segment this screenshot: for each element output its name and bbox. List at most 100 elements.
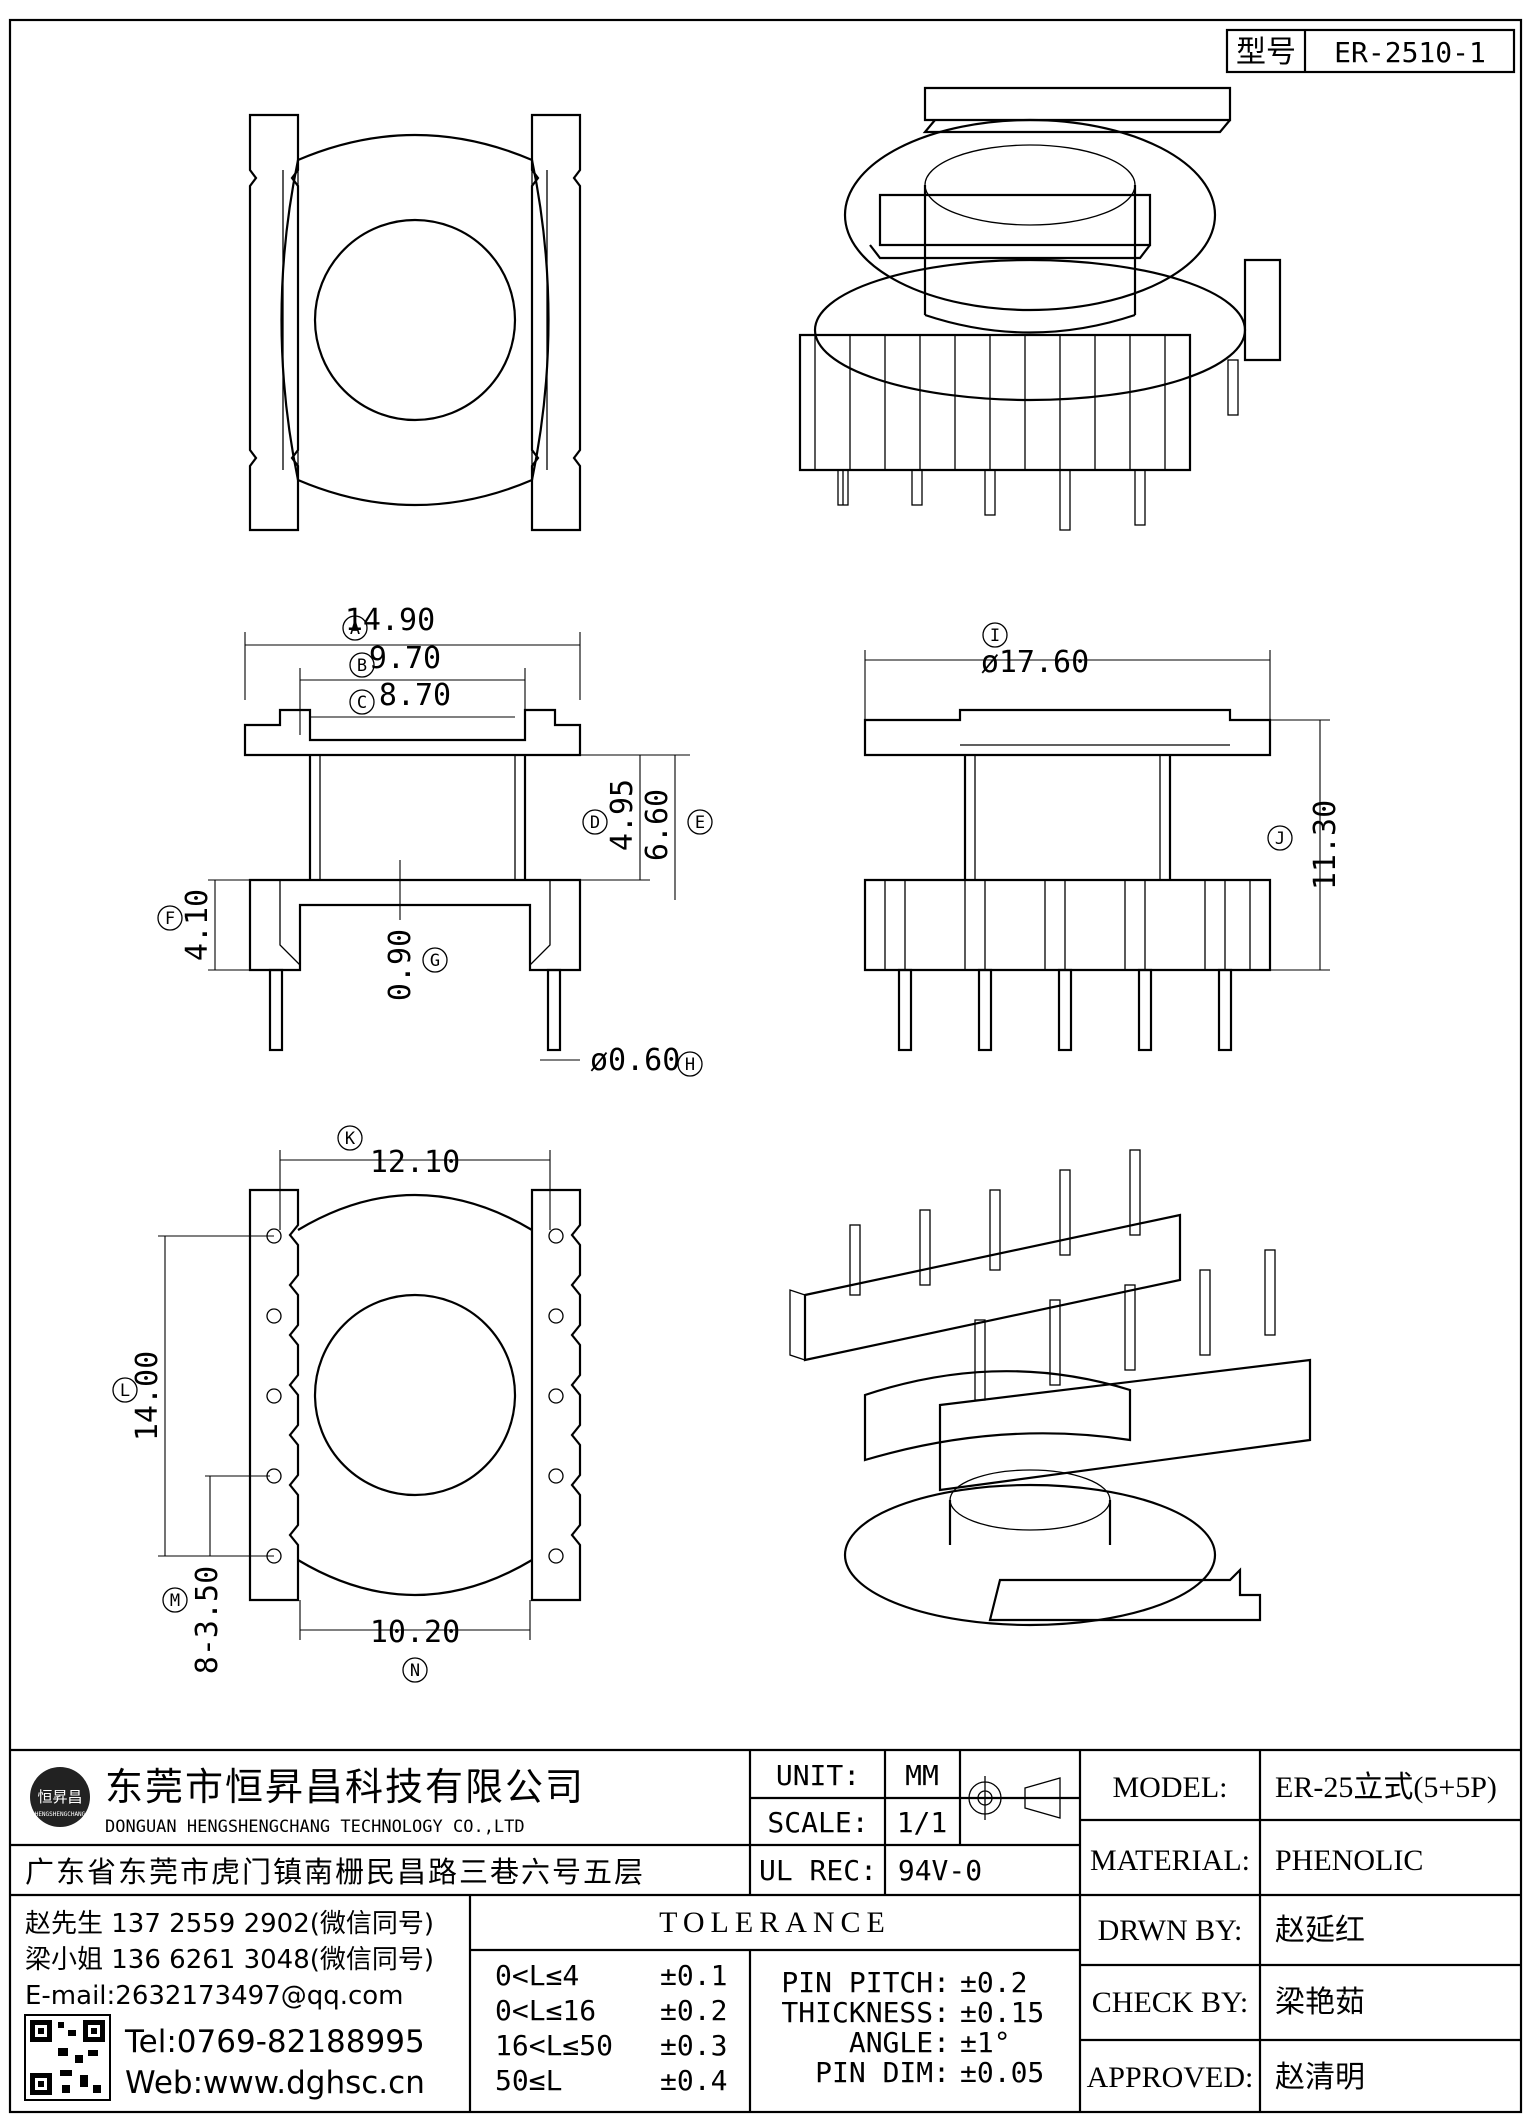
tol-range: 16<L≤50 xyxy=(495,2029,613,2062)
tol-range: 50≤L xyxy=(495,2064,562,2097)
tag-d: D xyxy=(582,809,608,835)
title-block: 恒昇昌 HENGSHENGCHANG 东莞市恒昇昌科技有限公司 DONGUAN … xyxy=(10,1748,1521,2112)
dim-a-value: 14.90 xyxy=(345,603,435,638)
model-label: MODEL: xyxy=(1113,1771,1228,1804)
tol-value: ±0.3 xyxy=(660,2029,727,2062)
top-view xyxy=(248,113,582,532)
tol-extra-value: ±0.05 xyxy=(960,2056,1044,2089)
material-label: MATERIAL: xyxy=(1090,1844,1250,1877)
svg-text:D: D xyxy=(590,813,600,833)
svg-text:恒昇昌: 恒昇昌 xyxy=(37,1788,82,1806)
dimension-lines xyxy=(158,632,1330,1640)
svg-text:HENGSHENGCHANG: HENGSHENGCHANG xyxy=(35,1811,86,1818)
svg-text:N: N xyxy=(410,1661,420,1681)
contact-tel: Tel:0769-82188995 xyxy=(124,2024,425,2060)
svg-text:B: B xyxy=(357,656,367,676)
svg-text:M: M xyxy=(170,1591,180,1611)
check-label: CHECK BY: xyxy=(1092,1986,1248,2019)
tag-l: L xyxy=(112,1377,138,1403)
unit-label: UNIT: xyxy=(776,1759,860,1792)
qr-code-icon xyxy=(24,2014,111,2101)
bottom-view xyxy=(248,1188,582,1602)
svg-text:L: L xyxy=(120,1381,130,1401)
tol-value: ±0.1 xyxy=(660,1959,727,1992)
contact-line1: 赵先生 137 2559 2902(微信同号) xyxy=(25,1909,434,1939)
tag-h: H xyxy=(677,1051,703,1077)
dim-e-value: 6.60 xyxy=(640,789,675,861)
material-value: PHENOLIC xyxy=(1275,1844,1423,1877)
tag-n: N xyxy=(402,1657,428,1683)
ulrec-value: 94V-0 xyxy=(898,1854,982,1887)
iso-view-top xyxy=(798,86,1282,531)
tol-extra-label: PIN DIM: xyxy=(815,2056,950,2089)
dim-h-value: ø0.60 xyxy=(590,1043,680,1078)
tol-range: 0<L≤16 xyxy=(495,1994,596,2027)
company-name-en: DONGUAN HENGSHENGCHANG TECHNOLOGY CO.,LT… xyxy=(105,1817,525,1837)
iso-view-bottom xyxy=(789,1149,1312,1627)
svg-text:E: E xyxy=(695,813,705,833)
dim-g-value: 0.90 xyxy=(383,929,418,1001)
svg-text:G: G xyxy=(430,951,440,971)
company-name-cn: 东莞市恒昇昌科技有限公司 xyxy=(105,1765,585,1809)
svg-text:I: I xyxy=(990,626,1000,646)
dim-i-value: ø17.60 xyxy=(981,645,1089,680)
contact-web: Web:www.dghsc.cn xyxy=(125,2065,425,2101)
check-value: 梁艳茹 xyxy=(1275,1985,1365,2020)
tag-e: E xyxy=(687,809,713,835)
tag-i: I xyxy=(982,622,1008,648)
side-view xyxy=(863,708,1272,1052)
svg-text:F: F xyxy=(165,909,175,929)
tol-extra-value: ±0.15 xyxy=(960,1996,1044,2029)
scale-value: 1/1 xyxy=(897,1806,948,1839)
tag-a: A xyxy=(342,615,368,641)
svg-text:C: C xyxy=(357,693,367,713)
dim-j-value: 11.30 xyxy=(1308,800,1343,890)
tol-extra-label: ANGLE: xyxy=(849,2026,950,2059)
tag-k: K xyxy=(337,1125,363,1151)
tol-extra-label: PIN PITCH: xyxy=(781,1966,950,1999)
type-value: ER-2510-1 xyxy=(1334,36,1486,69)
projection-symbol xyxy=(963,1776,1061,1820)
dim-d-value: 4.95 xyxy=(605,779,640,851)
dim-n-value: 10.20 xyxy=(370,1615,460,1650)
tag-c: C xyxy=(349,689,375,715)
dim-c-value: 8.70 xyxy=(379,678,451,713)
type-box: 型号 ER-2510-1 xyxy=(1225,28,1516,74)
tol-extra-value: ±0.2 xyxy=(960,1966,1027,1999)
sheet-border xyxy=(8,18,1523,2114)
approved-value: 赵清明 xyxy=(1275,2060,1365,2095)
tag-f: F xyxy=(157,905,183,931)
dimension-text: 14.90 9.70 8.70 4.95 6.60 4.10 0.90 ø0.6… xyxy=(130,603,1343,1674)
contact-line2: 梁小姐 136 6261 3048(微信同号) xyxy=(25,1945,434,1975)
drwn-value: 赵延红 xyxy=(1275,1913,1365,1948)
tol-extra-value: ±1° xyxy=(960,2026,1011,2059)
dim-b-value: 9.70 xyxy=(369,641,441,676)
drwn-label: DRWN BY: xyxy=(1098,1914,1243,1947)
type-label: 型号 xyxy=(1236,35,1296,70)
scale-label: SCALE: xyxy=(767,1806,868,1839)
svg-text:H: H xyxy=(685,1055,695,1075)
front-view xyxy=(243,708,582,1052)
tag-g: G xyxy=(422,947,448,973)
svg-text:A: A xyxy=(350,619,360,639)
tag-j: J xyxy=(1267,825,1293,851)
contact-email: E-mail:2632173497@qq.com xyxy=(25,1981,404,2011)
model-value: ER-25立式(5+5P) xyxy=(1275,1771,1497,1804)
approved-label: APPROVED: xyxy=(1087,2061,1254,2094)
tag-b: B xyxy=(349,652,375,678)
tol-range: 0<L≤4 xyxy=(495,1959,579,1992)
tag-m: M xyxy=(162,1587,188,1613)
unit-value: MM xyxy=(905,1759,939,1792)
company-logo: 恒昇昌 HENGSHENGCHANG xyxy=(30,1767,90,1827)
dim-f-value: 4.10 xyxy=(180,889,215,961)
tolerance-title: TOLERANCE xyxy=(659,1906,891,1939)
dim-k-value: 12.10 xyxy=(370,1145,460,1180)
dim-m-value: 8-3.50 xyxy=(190,1566,225,1674)
svg-text:J: J xyxy=(1275,829,1285,849)
dimension-tags: A B C D E F G H I J K L M N xyxy=(112,615,1293,1683)
company-address: 广东省东莞市虎门镇南栅民昌路三巷六号五层 xyxy=(25,1855,645,1889)
tol-value: ±0.4 xyxy=(660,2064,727,2097)
tol-value: ±0.2 xyxy=(660,1994,727,2027)
